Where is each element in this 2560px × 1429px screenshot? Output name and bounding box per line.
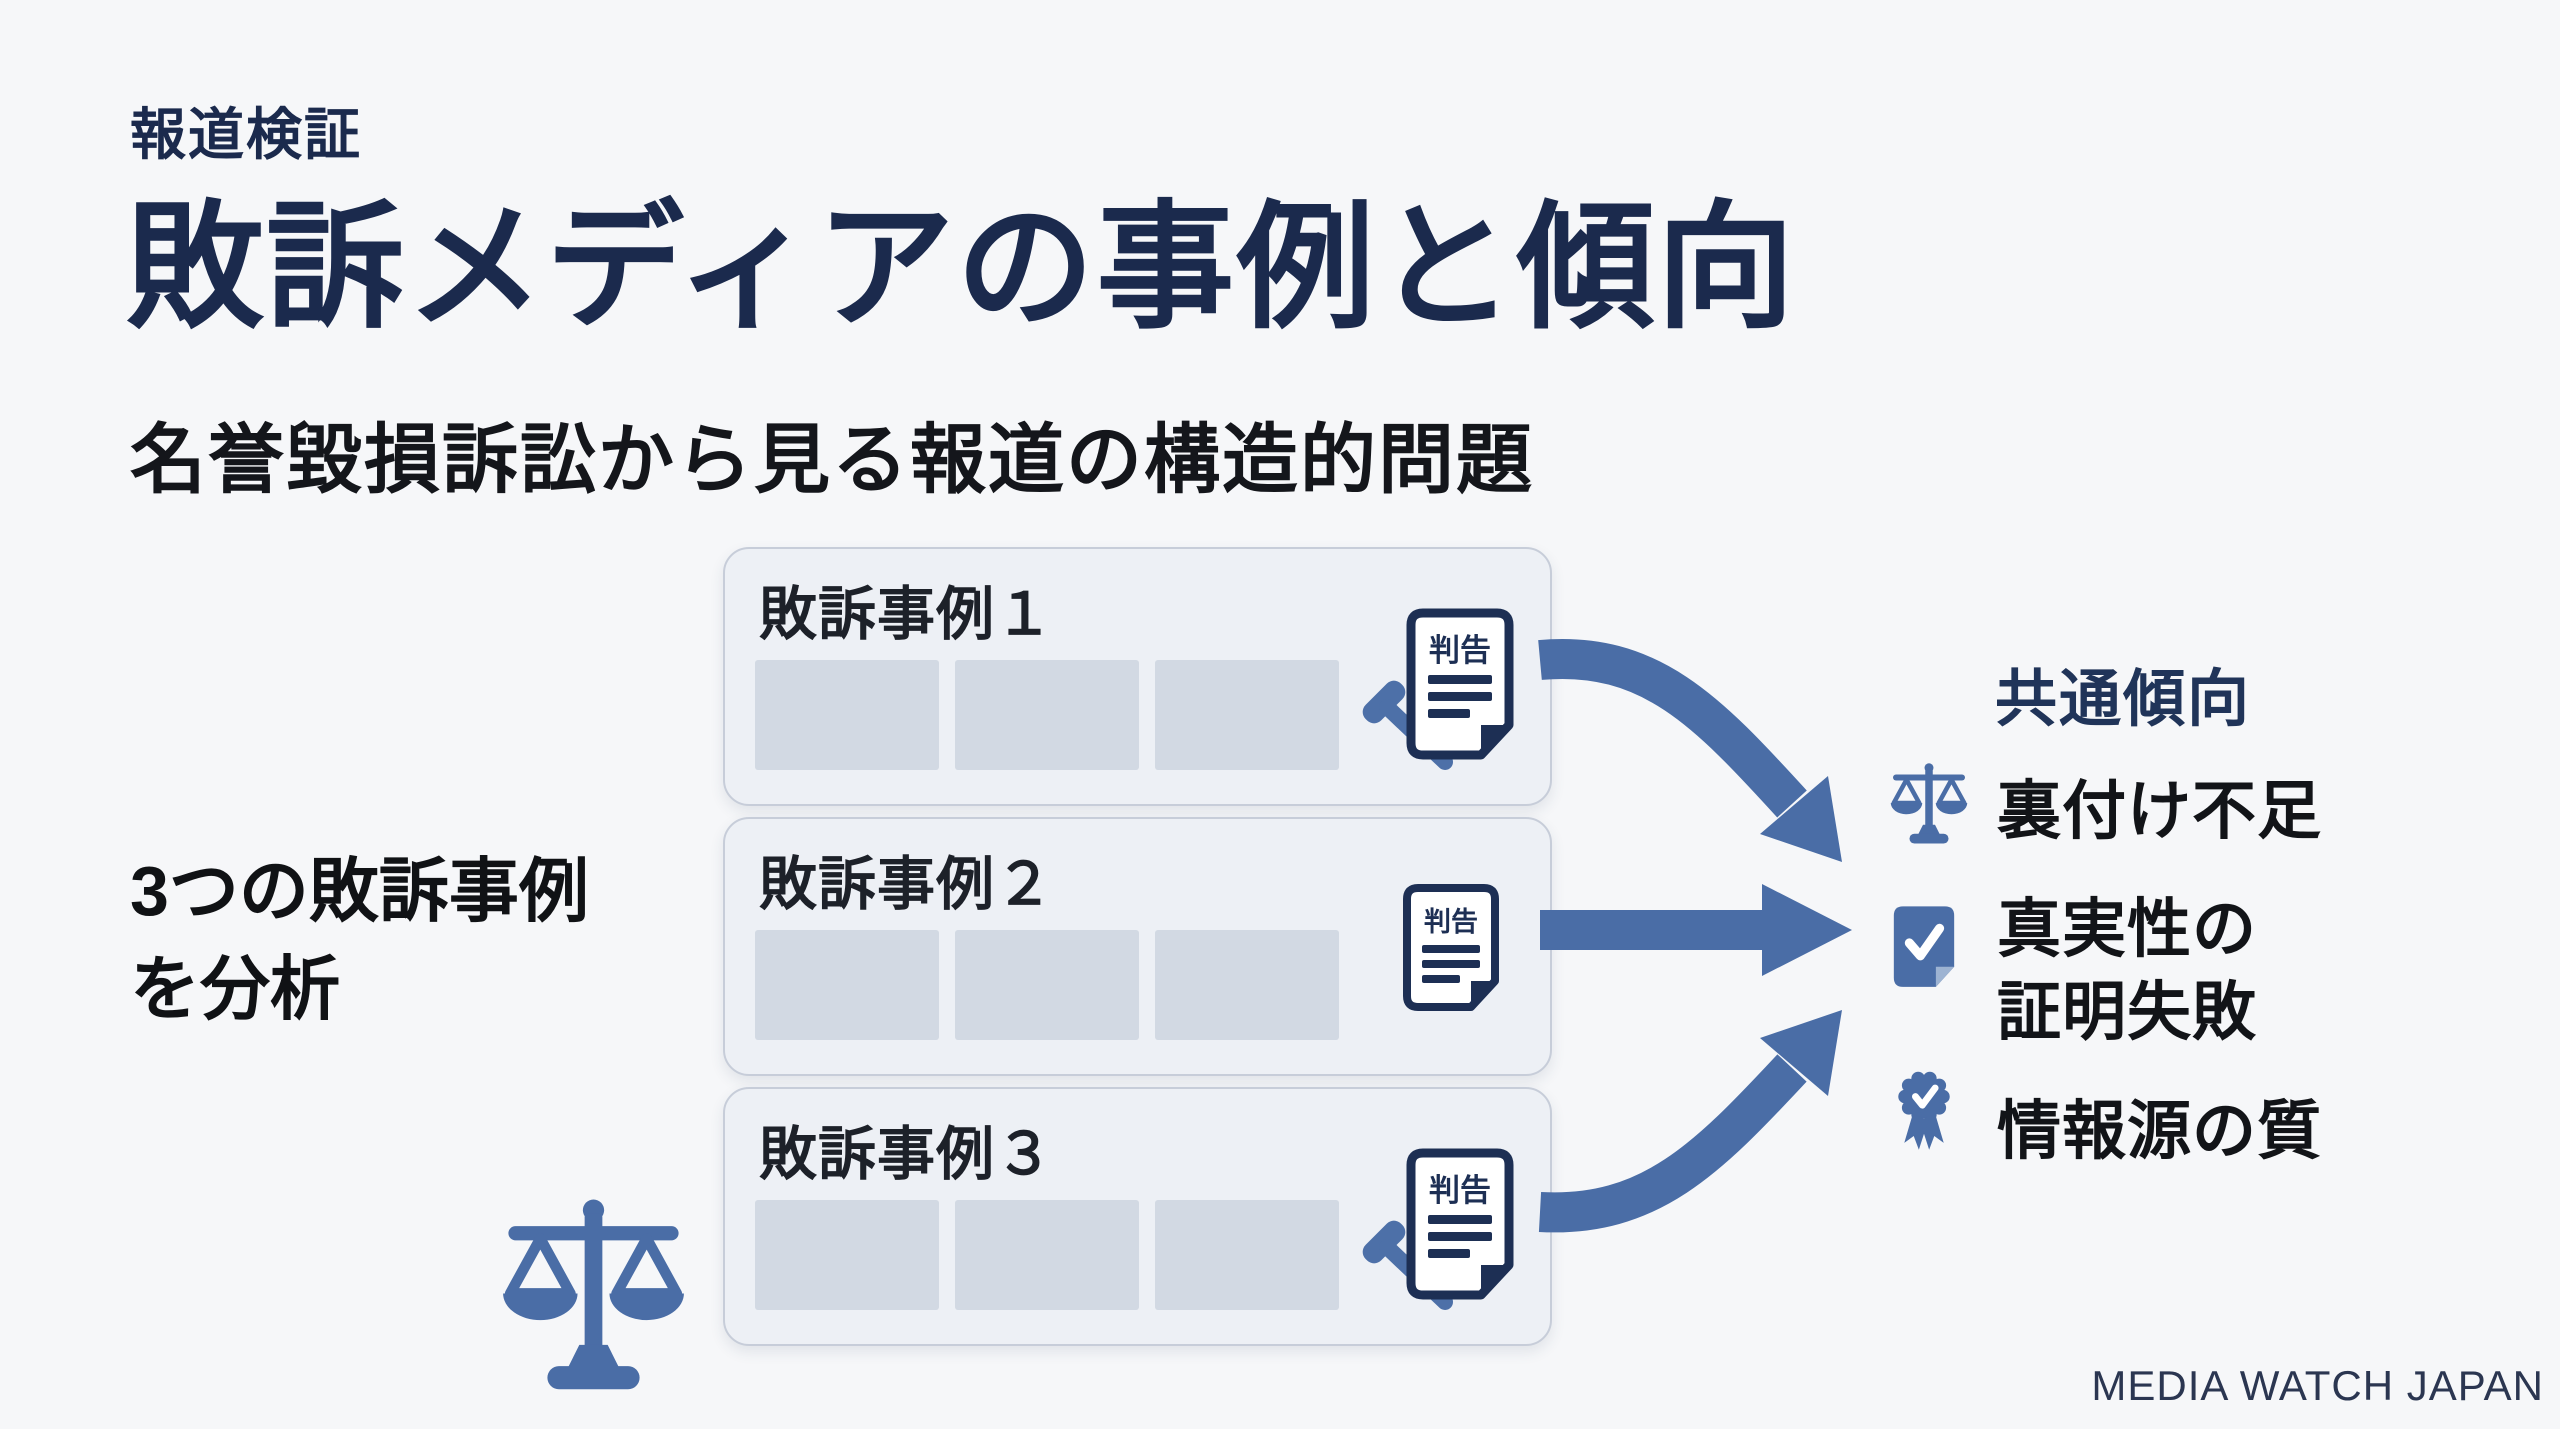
check-document-icon [1893,906,1955,987]
page-title: 敗訴メディアの事例と傾向 [126,191,1797,345]
case-card-title: 敗訴事例３ [759,1122,1055,1187]
case-card-1: 敗訴事例１ 判告 [723,547,1552,806]
footer-brand: MEDIA WATCH JAPAN [2091,1362,2544,1409]
trends-heading: 共通傾向 [1995,665,2252,734]
case-card-2: 敗訴事例２ 判告 [723,817,1552,1076]
trend-item-label: 裏付け不足 [1997,775,2322,847]
image-placeholder [755,1200,939,1310]
award-ribbon-icon [1898,1071,1950,1150]
case-card-title: 敗訴事例１ [759,582,1055,647]
image-placeholder [755,930,939,1040]
judgment-document-gavel-icon: 判告 [1362,1148,1514,1310]
image-placeholder [955,930,1139,1040]
scales-icon [1884,760,1974,846]
image-placeholder [955,1200,1139,1310]
judgment-document-gavel-icon: 判告 [1362,608,1514,770]
image-placeholder [1155,1200,1339,1310]
doc-label: 判告 [1429,633,1491,668]
thumbnail-row [755,1200,1339,1310]
case-card-title: 敗訴事例２ [759,852,1055,917]
arrow-case1-to-trends [1538,638,1842,862]
doc-label: 判告 [1429,1173,1491,1208]
page-subtitle: 名誉毀損訴訟から見る報道の構造的問題 [130,418,1534,503]
judgment-document-icon: 判告 [1403,884,1499,1011]
image-placeholder [1155,660,1339,770]
analysis-note: 3つの敗訴事例 を分析 [130,852,589,1028]
image-placeholder [1155,930,1339,1040]
thumbnail-row [755,930,1339,1040]
thumbnail-row [755,660,1339,770]
doc-label: 判告 [1424,907,1478,937]
image-placeholder [955,660,1139,770]
case-card-3: 敗訴事例３ 判告 [723,1087,1552,1346]
scales-of-justice-icon [486,1196,701,1391]
arrow-case3-to-trends [1538,1010,1842,1233]
image-placeholder [755,660,939,770]
trend-item-label: 情報源の質 [1997,1095,2322,1167]
trend-item-label: 真実性の 証明失敗 [1997,893,2257,1049]
arrow-case2-to-trends [1540,884,1852,976]
eyebrow-label: 報道検証 [130,103,362,166]
